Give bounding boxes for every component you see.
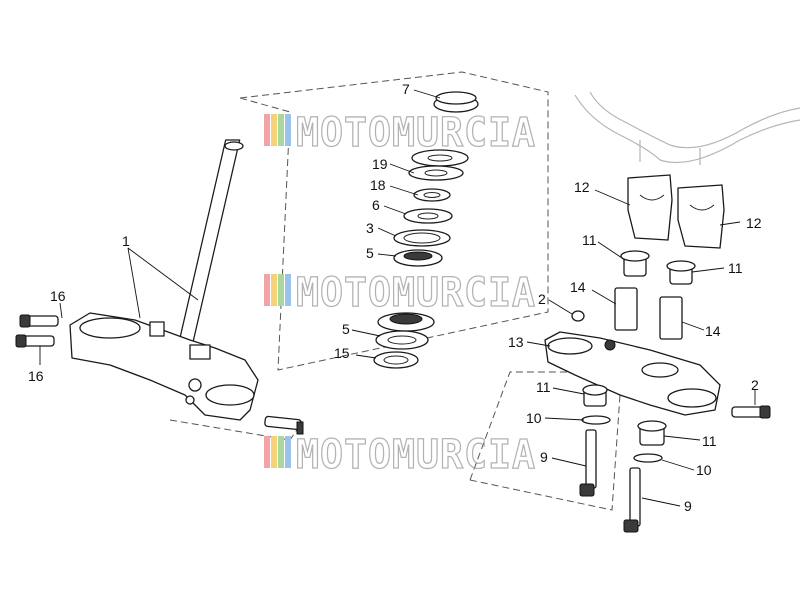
callout-19: 19 — [372, 156, 388, 172]
seal-15 — [373, 351, 419, 369]
watermark-middle: MOTOMURCIA — [264, 269, 536, 317]
wm-stripe-1 — [264, 274, 270, 306]
stem-bolt — [264, 415, 304, 435]
callout-16-upper: 16 — [50, 288, 66, 304]
callout-9-left: 9 — [540, 449, 548, 465]
callout-3: 3 — [366, 220, 374, 236]
lock-washer-18 — [413, 188, 451, 202]
callout-5-upper: 5 — [366, 245, 374, 261]
washer-left — [581, 415, 611, 425]
bolt-9-right — [623, 467, 641, 533]
wm-stripe-4 — [285, 274, 291, 306]
bearing-lower-2 — [375, 330, 429, 350]
callout-18: 18 — [370, 177, 386, 193]
wm-stripe-1 — [264, 436, 270, 468]
dust-cap — [433, 91, 479, 113]
callout-6: 6 — [372, 197, 380, 213]
upper-clamp-boundary — [469, 371, 647, 511]
wm-stripe-2 — [271, 114, 277, 146]
callout-12-left: 12 — [574, 179, 590, 195]
bearing-lower — [377, 312, 435, 332]
handlebar — [574, 91, 800, 165]
wm-stripe-4 — [285, 436, 291, 468]
rubber-mount-right — [659, 296, 683, 340]
callout-11-mid-right: 11 — [702, 433, 717, 449]
callout-10-left: 10 — [526, 410, 542, 426]
watermark-bottom: MOTOMURCIA — [264, 431, 536, 479]
bushing-lower-right — [637, 420, 667, 446]
callout-7: 7 — [402, 81, 410, 97]
callout-16-lower: 16 — [28, 368, 44, 384]
wm-stripe-2 — [271, 274, 277, 306]
rubber-mount-left — [614, 287, 638, 331]
watermark-top: MOTOMURCIA — [264, 109, 536, 157]
wm-stripe-3 — [278, 114, 284, 146]
handlebar-clamp-right — [677, 184, 725, 249]
callout-11-top-left: 11 — [582, 232, 597, 248]
wm-stripe-1 — [264, 114, 270, 146]
wm-stripe-3 — [278, 436, 284, 468]
wm-stripe-4 — [285, 114, 291, 146]
nut-2 — [571, 310, 585, 322]
ring-nut-6 — [403, 208, 453, 224]
callout-1: 1 — [122, 233, 130, 249]
watermark-text: MOTOMURCIA — [296, 432, 536, 478]
callout-12-right: 12 — [746, 215, 762, 231]
callout-14-left: 14 — [570, 279, 586, 295]
watermark-text: MOTOMURCIA — [296, 270, 536, 316]
bearing-upper — [393, 249, 443, 267]
callout-2-right: 2 — [751, 377, 759, 393]
callout-15: 15 — [334, 345, 350, 361]
callout-11-top-right: 11 — [728, 260, 743, 276]
callout-2-center: 2 — [538, 291, 546, 307]
washer-right — [633, 453, 663, 463]
callout-11-mid-left: 11 — [536, 379, 551, 395]
bushing-upper-left — [620, 250, 650, 277]
wm-stripe-3 — [278, 274, 284, 306]
pinch-bolt-lower — [15, 334, 55, 348]
bolt-9-left — [579, 429, 597, 497]
ring-nut-19 — [408, 165, 464, 181]
upper-yoke — [544, 331, 721, 416]
wm-stripe-2 — [271, 436, 277, 468]
lower-yoke-with-stem — [69, 139, 259, 421]
handlebar-clamp-left — [627, 174, 673, 241]
bushing-lower-left — [582, 384, 608, 407]
pinch-bolt-upper — [19, 314, 59, 328]
clamp-bolt-right — [731, 405, 771, 419]
callout-9-right: 9 — [684, 498, 692, 514]
callout-14-right: 14 — [705, 323, 721, 339]
top-ring-nut — [411, 149, 469, 167]
callout-5-lower: 5 — [342, 321, 350, 337]
callout-10-right: 10 — [696, 462, 712, 478]
watermark-text: MOTOMURCIA — [296, 110, 536, 156]
seal-3 — [393, 229, 451, 247]
callout-labels: 1 16 16 7 19 18 6 3 5 2 5 15 12 12 11 11… — [28, 81, 762, 514]
leader-lines — [39, 89, 756, 507]
bearing-assembly-boundary — [239, 71, 549, 371]
callout-13: 13 — [508, 334, 524, 350]
bushing-upper-right — [666, 260, 696, 285]
